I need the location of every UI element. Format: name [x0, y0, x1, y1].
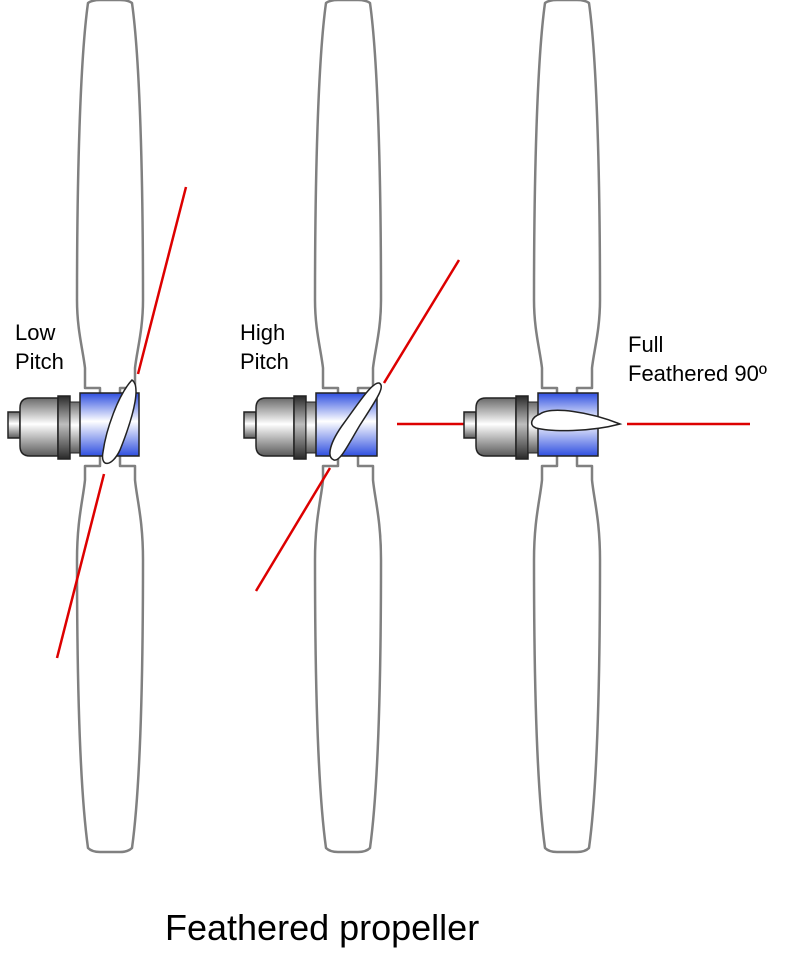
diagram-title: Feathered propeller	[165, 907, 479, 948]
engine-neck	[305, 401, 317, 454]
pitch-angle-line	[382, 259, 461, 384]
blade-cross-section	[329, 382, 382, 461]
engine-neck	[69, 401, 81, 454]
engine-shaft-stub	[243, 411, 257, 439]
engine-body	[19, 397, 59, 457]
propeller-label: Low Pitch	[15, 320, 64, 374]
propeller-high-pitch: High Pitch	[240, 0, 461, 854]
propeller-label: Full Feathered 90º	[628, 332, 767, 386]
propeller-label: High Pitch	[240, 320, 291, 374]
engine-ring	[293, 395, 307, 460]
engine-shaft-stub	[463, 411, 477, 439]
engine-body	[255, 397, 295, 457]
pitch-angle-line	[254, 467, 332, 592]
engine-body	[475, 397, 517, 457]
propeller-full-feathered: Full Feathered 90º	[397, 0, 767, 854]
engine-shaft-stub	[7, 411, 21, 439]
propeller-low-pitch: Low Pitch	[7, 0, 188, 854]
engine-ring	[57, 395, 71, 460]
blade-cross-section	[530, 409, 623, 432]
blade-cross-section	[101, 379, 137, 465]
pitch-angle-line	[136, 186, 188, 375]
pitch-angle-line	[55, 473, 106, 659]
engine-ring	[515, 395, 529, 460]
